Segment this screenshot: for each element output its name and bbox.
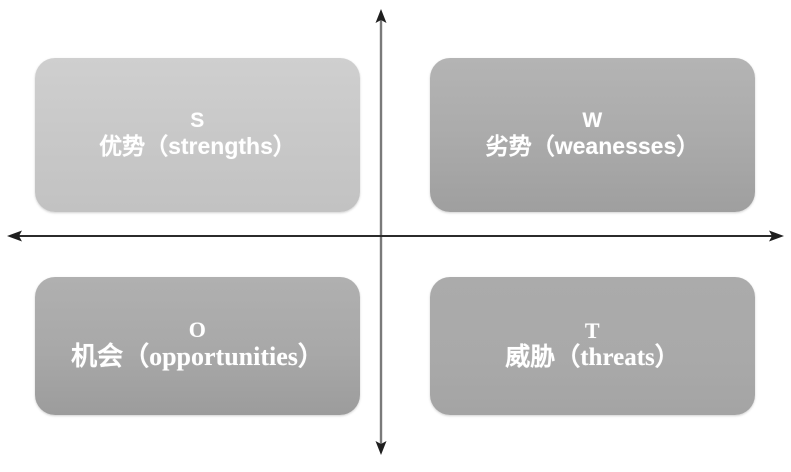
quadrant-strengths[interactable]: S 优势（strengths） — [35, 58, 360, 212]
quadrant-threats[interactable]: T 威胁（threats） — [430, 277, 755, 415]
quadrant-threats-letter: T — [584, 317, 601, 343]
quadrant-strengths-letter: S — [190, 108, 205, 132]
quadrant-threats-caption: 威胁（threats） — [505, 343, 680, 371]
quadrant-weaknesses-letter: W — [582, 108, 603, 132]
quadrant-strengths-caption: 优势（strengths） — [99, 132, 296, 159]
vertical-axis-arrow-down — [375, 441, 387, 455]
quadrant-opportunities-caption: 机会（opportunities） — [71, 342, 324, 372]
quadrant-weaknesses-caption: 劣势（weanesses） — [485, 132, 700, 159]
horizontal-axis-arrow-right — [769, 230, 784, 242]
vertical-axis-arrow-up — [375, 9, 387, 23]
quadrant-weaknesses[interactable]: W 劣势（weanesses） — [430, 58, 755, 212]
quadrant-opportunities[interactable]: O 机会（opportunities） — [35, 277, 360, 415]
horizontal-axis-arrow-left — [7, 230, 22, 242]
quadrant-opportunities-letter: O — [188, 317, 207, 343]
